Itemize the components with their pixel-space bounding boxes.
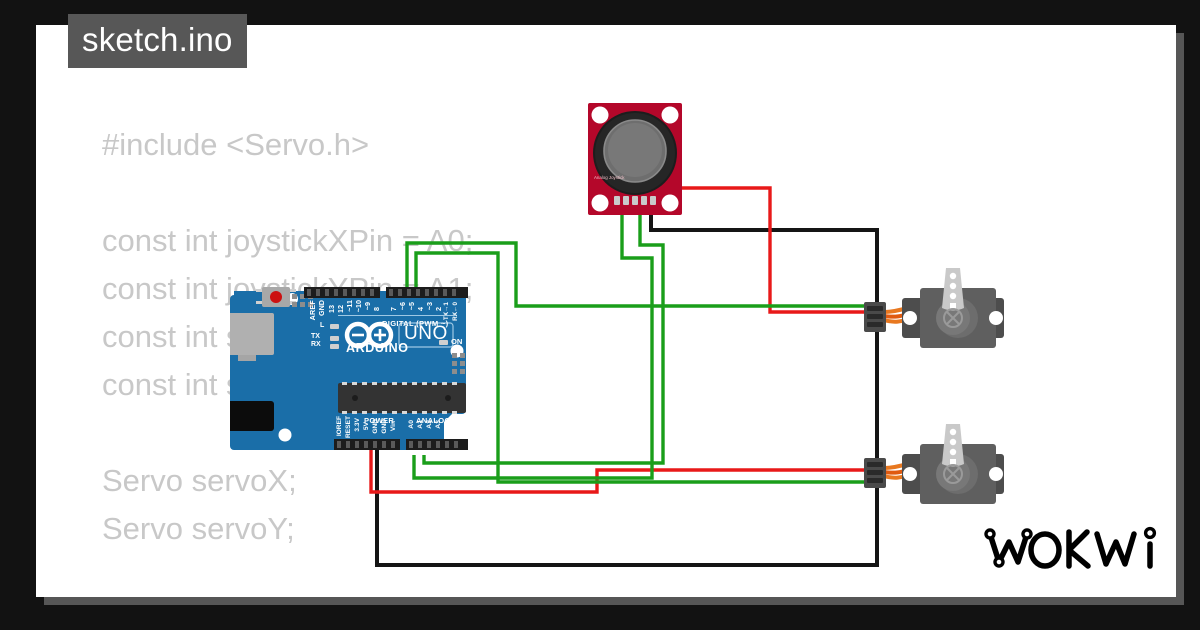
part-analog-joystick[interactable]: Analog Joystick	[588, 103, 682, 215]
uno-digital-header-label: DIGITAL (PWM ~)	[382, 319, 449, 328]
uno-pin-tx1: TX→1	[443, 302, 450, 321]
uno-silkscreen: AREF GND 13 12 ~11 ~10 ~9 8 7 ~6 ~5 4 ~3…	[230, 283, 472, 455]
uno-pin-aref: AREF	[308, 300, 317, 321]
uno-led-rx	[330, 344, 339, 349]
wire-5v-servo2	[369, 450, 866, 494]
wire-joystick-horz-a1	[422, 205, 665, 465]
wire-d5-servo2-signal	[414, 251, 866, 484]
wokwi-logo	[983, 516, 1168, 580]
uno-analog-header-label: ANALOG IN	[416, 416, 462, 425]
wire-ground-main	[375, 205, 879, 567]
uno-pin-4: 4	[416, 307, 425, 311]
uno-label-rx: RX	[311, 341, 321, 348]
uno-reset-cap	[270, 291, 282, 303]
uno-label-on: ON	[451, 337, 463, 346]
uno-pin-3: ~3	[425, 302, 434, 311]
uno-arduino-infinity-logo	[344, 321, 394, 349]
joystick-hole-tr	[661, 106, 679, 124]
servo-shaft-x	[943, 308, 963, 328]
uno-pin-12: 12	[336, 305, 345, 313]
uno-pin-10: ~10	[354, 300, 363, 313]
wire-d6-servo1-signal	[405, 241, 866, 308]
part-servo-y[interactable]	[846, 424, 1006, 504]
uno-led-tx	[330, 336, 339, 341]
uno-label-l: L	[320, 322, 325, 329]
uno-microcontroller	[338, 383, 466, 413]
uno-pin-11: ~11	[345, 300, 354, 312]
wokwi-logo-glyphs	[987, 529, 1153, 569]
uno-power-header-label: POWER	[364, 416, 395, 425]
wokwi-logo-nodes	[984, 526, 1157, 568]
uno-digital-header-left	[304, 287, 380, 298]
uno-usb-port	[216, 313, 274, 355]
uno-pin-3v3: 3.3V	[354, 418, 361, 432]
joystick-pin-pads	[614, 196, 656, 205]
uno-name-box	[398, 322, 454, 348]
uno-icsp-header	[452, 353, 465, 374]
uno-pin-13: 13	[327, 305, 336, 313]
uno-mount-hole-3	[278, 428, 292, 442]
joystick-hole-bl	[591, 194, 609, 212]
uno-pin-9: ~9	[363, 302, 372, 311]
servo-horn-x	[942, 268, 964, 311]
servo-shaft-y	[943, 464, 963, 484]
uno-power-jack	[222, 401, 274, 431]
diagram-canvas[interactable]: #include <Servo.h> const int joystickXPi…	[36, 25, 1176, 597]
uno-pin-ioref: IOREF	[336, 416, 343, 437]
servo-horn-y	[942, 424, 964, 467]
file-tab-sketch-ino[interactable]: sketch.ino	[68, 14, 247, 68]
joystick-hole-tl	[591, 106, 609, 124]
uno-pin-reset: RESET	[345, 416, 352, 438]
uno-silk-line	[338, 315, 456, 316]
uno-infinity-signs	[352, 329, 386, 341]
part-arduino-uno[interactable]: AREF GND 13 12 ~11 ~10 ~9 8 7 ~6 ~5 4 ~3…	[216, 283, 472, 455]
uno-led-on	[439, 340, 448, 345]
joystick-silk-label: Analog Joystick	[594, 175, 625, 180]
uno-board-label: UNO	[404, 323, 448, 344]
uno-pin-7: 7	[389, 307, 398, 311]
uno-pin-gnd-d: GND	[317, 300, 326, 316]
uno-pin-a0: A0	[408, 420, 415, 429]
wire-joystick-vert-a0	[412, 205, 654, 480]
uno-label-tx: TX	[311, 333, 320, 340]
uno-pin-6: ~6	[398, 302, 407, 311]
uno-pin-rx0: RX←0	[452, 302, 459, 321]
uno-pin-5: ~5	[407, 302, 416, 311]
uno-brand-label: ARDUINO	[346, 341, 409, 355]
uno-led-l	[330, 324, 339, 329]
uno-pin-8: 8	[372, 307, 381, 311]
joystick-hole-br	[661, 194, 679, 212]
part-servo-x[interactable]	[846, 268, 1006, 348]
uno-pin-2: 2	[434, 307, 443, 311]
wiring-layer	[369, 186, 879, 567]
uno-usb-tab	[238, 355, 256, 361]
code-editor-text: #include <Servo.h> const int joystickXPi…	[102, 127, 474, 546]
